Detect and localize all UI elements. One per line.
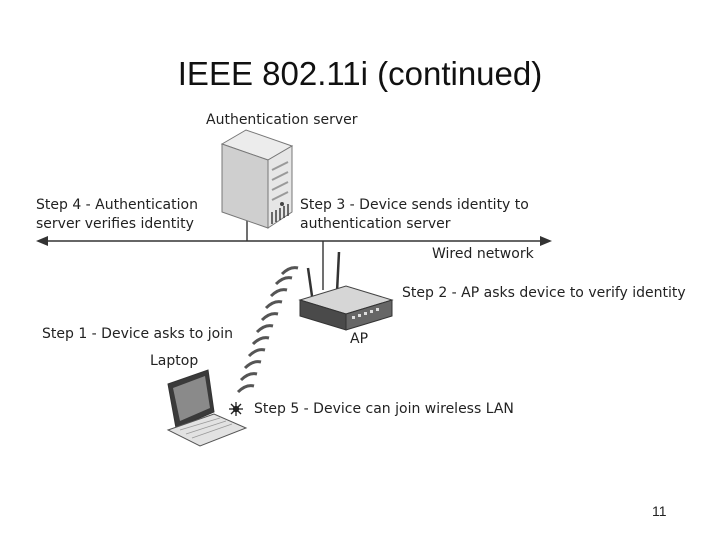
step4-label-line2: server verifies identity: [36, 216, 194, 232]
wireless-burst-icon: [229, 402, 243, 416]
step4-label-line1: Step 4 - Authentication: [36, 197, 198, 213]
laptop-label: Laptop: [150, 353, 199, 369]
page-number: 11: [652, 503, 667, 519]
authentication-server-icon: [220, 129, 294, 229]
authentication-server-label: Authentication server: [206, 112, 358, 128]
wireless-signal-arcs: [236, 266, 299, 394]
slide-title: IEEE 802.11i (continued): [177, 55, 543, 92]
step2-label: Step 2 - AP asks device to verify identi…: [402, 285, 686, 301]
step1-label: Step 1 - Device asks to join: [42, 326, 233, 342]
step3-label-line2: authentication server: [300, 216, 451, 232]
step3-label-line1: Step 3 - Device sends identity to: [300, 197, 529, 213]
wired-network-label: Wired network: [432, 246, 534, 262]
access-point-icon: [298, 251, 394, 331]
laptop-icon: [166, 369, 248, 447]
access-point-label: AP: [350, 331, 369, 347]
step5-label: Step 5 - Device can join wireless LAN: [254, 401, 514, 417]
